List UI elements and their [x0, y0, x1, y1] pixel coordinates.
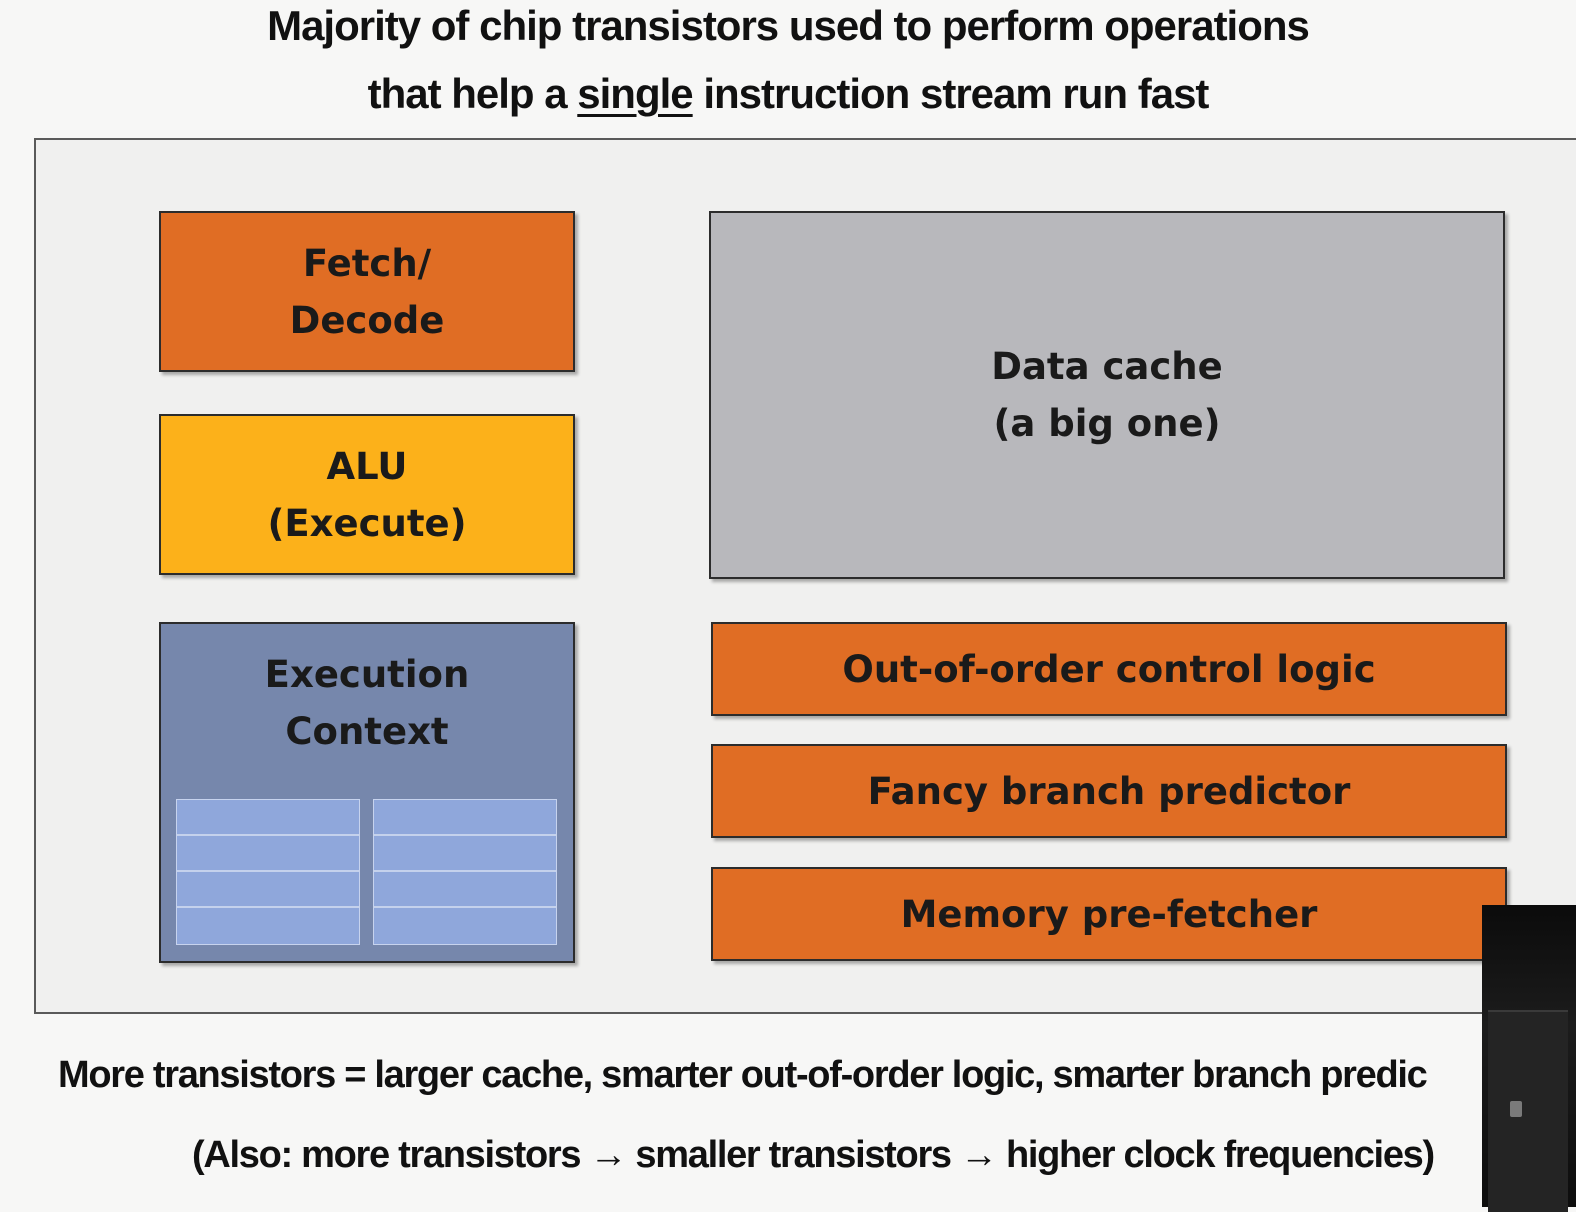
register-file-left	[176, 799, 360, 945]
register-row	[374, 908, 556, 944]
title-emphasis: single	[577, 70, 693, 117]
register-row	[374, 872, 556, 908]
register-row	[177, 836, 359, 872]
execution-context-label-1: Execution	[264, 653, 470, 696]
speaker-video-overlay	[1482, 905, 1576, 1212]
data-cache-label-1: Data cache	[991, 345, 1223, 388]
memory-prefetcher-block: Memory pre-fetcher	[711, 867, 1507, 961]
podium-shape	[1488, 1010, 1568, 1212]
out-of-order-logic-block: Out-of-order control logic	[711, 622, 1507, 716]
register-row	[177, 800, 359, 836]
cup-shape	[1510, 1101, 1522, 1117]
slide-title-line-2: that help a single instruction stream ru…	[0, 70, 1576, 118]
fetch-decode-label-2: Decode	[289, 298, 445, 342]
register-row	[374, 800, 556, 836]
fetch-decode-label-1: Fetch/	[302, 241, 432, 285]
execution-context-block: Execution Context	[159, 622, 575, 963]
slide-title-line-1: Majority of chip transistors used to per…	[267, 2, 1310, 49]
alu-label-2: (Execute)	[267, 501, 467, 545]
register-row	[177, 908, 359, 944]
register-row	[374, 836, 556, 872]
memory-prefetcher-label: Memory pre-fetcher	[900, 892, 1318, 936]
register-file-right	[373, 799, 557, 945]
execution-context-label-2: Context	[285, 710, 449, 753]
register-row	[177, 872, 359, 908]
footer-line-1: More transistors = larger cache, smarter…	[58, 1054, 1428, 1096]
branch-predictor-label: Fancy branch predictor	[867, 769, 1351, 813]
data-cache-block: Data cache (a big one)	[709, 211, 1505, 579]
alu-block: ALU (Execute)	[159, 414, 575, 575]
alu-label-1: ALU	[326, 444, 408, 488]
out-of-order-label: Out-of-order control logic	[842, 647, 1376, 691]
title-prefix: that help a	[367, 70, 578, 117]
fetch-decode-block: Fetch/ Decode	[159, 211, 575, 372]
data-cache-label-2: (a big one)	[993, 402, 1221, 445]
title-suffix: instruction stream run fast	[692, 70, 1209, 117]
branch-predictor-block: Fancy branch predictor	[711, 744, 1507, 838]
footer-line-2: (Also: more transistors → smaller transi…	[192, 1134, 1435, 1176]
